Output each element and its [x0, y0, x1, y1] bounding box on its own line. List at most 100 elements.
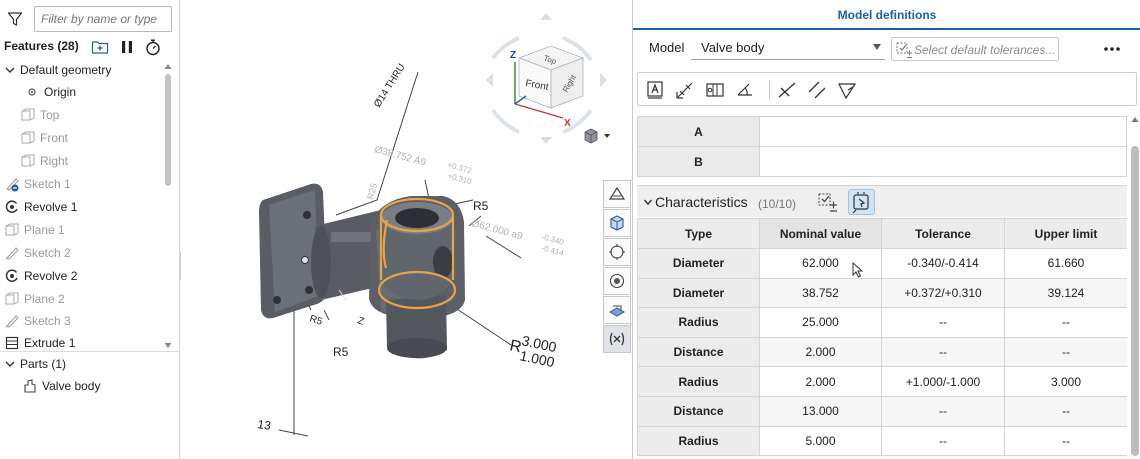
tab-model-definitions[interactable]: Model definitions [633, 0, 1140, 30]
add-characteristic-icon[interactable] [817, 191, 839, 213]
graphics-viewport[interactable]: Ø38.752 A9 +0.372 +0.310 R25 Ø62.000 a9 … [181, 0, 632, 459]
stopwatch-icon[interactable] [144, 38, 162, 56]
model-select[interactable]: Valve body [691, 36, 885, 60]
parallel-lines-icon[interactable] [806, 79, 828, 101]
cell-tolerance[interactable]: +0.372/+0.310 [881, 277, 1005, 309]
chevron-down-icon[interactable] [643, 197, 653, 207]
table-header-row: Type Nominal value Tolerance Upper limit [637, 218, 1127, 249]
cell-nominal[interactable]: 5.000 [759, 425, 882, 457]
appearance-icon [609, 273, 625, 289]
parts-group[interactable]: Parts (1) [0, 353, 165, 375]
render-mode-button[interactable] [603, 209, 631, 237]
tree-item-plane-2[interactable]: Plane 2 [0, 288, 165, 310]
angular-dimension-icon[interactable] [734, 79, 756, 101]
cell-tolerance[interactable]: -- [881, 395, 1005, 427]
cell-nominal[interactable]: 2.000 [759, 336, 882, 368]
view-cube[interactable]: Top Front Right Z X [486, 13, 607, 144]
cell-nominal[interactable]: 13.000 [759, 395, 882, 427]
column-header-nominal[interactable]: Nominal value [759, 218, 882, 249]
sketch-icon [5, 315, 19, 328]
characteristics-header[interactable]: Characteristics (10/10) [637, 185, 1127, 217]
tree-item-sketch-2[interactable]: Sketch 2 [0, 242, 165, 264]
tree-item-revolve-2[interactable]: Revolve 2 [0, 265, 165, 287]
plane-icon [5, 223, 19, 236]
dim-r25-text: R25 [365, 182, 379, 201]
datum-value[interactable] [759, 146, 1127, 177]
tree-item-top[interactable]: Top [0, 104, 165, 126]
default-tolerances-select[interactable]: Select default tolerances... [891, 37, 1059, 61]
auto-detect-button[interactable] [848, 189, 875, 215]
table-row[interactable]: Radius 5.000 -- -- [637, 425, 1127, 457]
table-row[interactable]: Radius 25.000 -- -- [637, 307, 1127, 338]
feature-control-frame-icon[interactable] [704, 79, 726, 101]
tree-item-extrude-1[interactable]: Extrude 1 [0, 332, 165, 351]
chevron-down-icon[interactable] [4, 358, 16, 370]
model-select-value: Valve body [701, 40, 765, 55]
cell-tolerance[interactable]: -- [881, 336, 1005, 368]
tree-label: Plane 2 [24, 292, 65, 306]
cell-tolerance[interactable]: -- [881, 307, 1005, 338]
table-row[interactable]: Distance 2.000 -- -- [637, 336, 1127, 368]
tree-item-origin[interactable]: Origin [0, 81, 165, 103]
definitions-scrollbar[interactable] [1130, 112, 1140, 459]
cell-tolerance[interactable]: -- [881, 425, 1005, 457]
definitions-scroll-area[interactable]: A B Characteristics (10/10) [637, 112, 1127, 459]
table-row[interactable]: Distance 13.000 -- -- [637, 395, 1127, 427]
part-item-valve-body[interactable]: Valve body [0, 375, 165, 397]
definitions-scroll-thumb[interactable] [1131, 146, 1139, 456]
caret-down-icon [873, 44, 881, 50]
column-header-tolerance[interactable]: Tolerance [881, 218, 1005, 249]
explode-view-button[interactable] [603, 238, 631, 266]
table-row[interactable]: Diameter 38.752 +0.372/+0.310 39.124 [637, 277, 1127, 309]
valve-body-model[interactable]: Ø38.752 A9 +0.372 +0.310 R25 Ø62.000 a9 … [181, 0, 632, 459]
column-header-type[interactable]: Type [637, 218, 760, 249]
tree-label: Right [40, 154, 69, 168]
cell-nominal[interactable]: 2.000 [759, 366, 882, 397]
model-definitions-panel: Model definitions Model Valve body Selec… [632, 0, 1140, 459]
tree-scroll-thumb[interactable] [165, 74, 171, 186]
chevron-down-icon[interactable] [4, 64, 16, 76]
table-row[interactable]: Radius 2.000 +1.000/-1.000 3.000 [637, 366, 1127, 397]
model-definitions-toggle-button[interactable] [603, 325, 631, 353]
datum-label: B [637, 146, 760, 177]
tree-scrollbar[interactable] [164, 62, 172, 350]
tree-item-sketch-1[interactable]: Sketch 1 [0, 173, 165, 195]
tree-item-front[interactable]: Front [0, 127, 165, 149]
filter-icon[interactable] [7, 11, 23, 27]
flange [259, 183, 327, 319]
view-options-button[interactable] [582, 127, 614, 145]
annotation-toolbar [637, 72, 1137, 106]
datum-target-icon[interactable] [836, 79, 858, 101]
more-options-icon[interactable] [1103, 44, 1121, 54]
datum-feature-icon[interactable] [776, 79, 798, 101]
tree-item-plane-1[interactable]: Plane 1 [0, 219, 165, 241]
tree-item-sketch-3[interactable]: Sketch 3 [0, 310, 165, 332]
add-text-note-icon[interactable] [644, 79, 666, 101]
tree-label: Sketch 3 [24, 314, 71, 328]
cell-nominal[interactable]: 62.000 [759, 248, 882, 279]
table-row[interactable]: A [637, 116, 1127, 147]
cell-tolerance[interactable]: -0.340/-0.414 [881, 248, 1005, 279]
appearance-button[interactable] [603, 267, 631, 295]
cell-tolerance[interactable]: +1.000/-1.000 [881, 366, 1005, 397]
characteristics-title: Characteristics [655, 194, 748, 210]
linear-dimension-icon[interactable] [674, 79, 696, 101]
measure-button[interactable] [603, 296, 631, 324]
cell-nominal[interactable]: 38.752 [759, 277, 882, 309]
cell-type: Distance [637, 395, 760, 427]
filter-input[interactable] [34, 6, 172, 32]
section-view-button[interactable] [603, 180, 631, 208]
extrude-icon [5, 336, 19, 350]
table-row[interactable]: Diameter 62.000 -0.340/-0.414 61.660 [637, 248, 1127, 279]
column-header-upper-limit[interactable]: Upper limit [1004, 218, 1127, 249]
datum-value[interactable] [759, 116, 1127, 147]
pause-icon[interactable] [118, 38, 136, 56]
tree-group-default-geometry[interactable]: Default geometry [0, 59, 165, 81]
table-row[interactable]: B [637, 146, 1127, 177]
add-folder-icon[interactable] [91, 38, 109, 56]
cell-nominal[interactable]: 25.000 [759, 307, 882, 338]
tree-item-revolve-1[interactable]: Revolve 1 [0, 196, 165, 218]
radius-lower: 1.000 [518, 347, 556, 370]
tree-item-right[interactable]: Right [0, 150, 165, 172]
divider [0, 351, 180, 352]
